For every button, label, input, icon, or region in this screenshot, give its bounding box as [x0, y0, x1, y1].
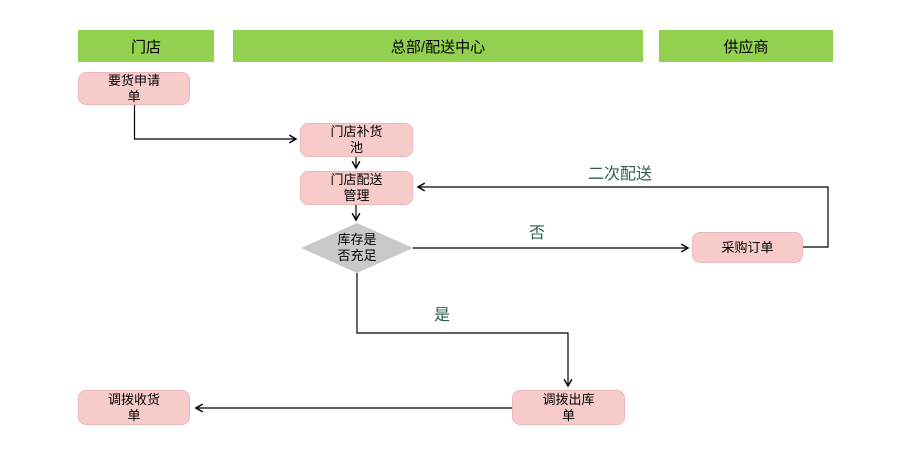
- node-purchase-order[interactable]: 采购订单: [692, 232, 803, 263]
- decision-label: 库存是 否充足: [337, 232, 377, 263]
- diamond-shape: [301, 223, 413, 273]
- node-store-distribution-management[interactable]: 门店配送 管理: [300, 171, 413, 205]
- decision-inventory-sufficient[interactable]: 库存是 否充足: [301, 223, 413, 273]
- lane-header-hq-distribution-center[interactable]: 总部/配送中心: [233, 30, 643, 62]
- node-store-replenishment-pool[interactable]: 门店补货 池: [300, 123, 413, 157]
- lane-header-supplier[interactable]: 供应商: [659, 30, 833, 62]
- node-transfer-receipt-order[interactable]: 调拨收货 单: [78, 390, 190, 425]
- edge-decision-yes-to-outbound: [356, 273, 573, 388]
- edge-request-to-pool: [133, 105, 298, 144]
- edge-label-no: 否: [528, 225, 545, 242]
- edge-label-yes: 是: [433, 307, 450, 324]
- edge-purchase-secondary-delivery-to-dispatch: [416, 182, 829, 248]
- lane-header-store[interactable]: 门店: [78, 30, 214, 62]
- edge-label-secondary-delivery: 二次配送: [587, 166, 652, 183]
- node-transfer-outbound-order[interactable]: 调拨出库 单: [512, 390, 625, 425]
- node-goods-request-form[interactable]: 要货申请 单: [78, 72, 190, 105]
